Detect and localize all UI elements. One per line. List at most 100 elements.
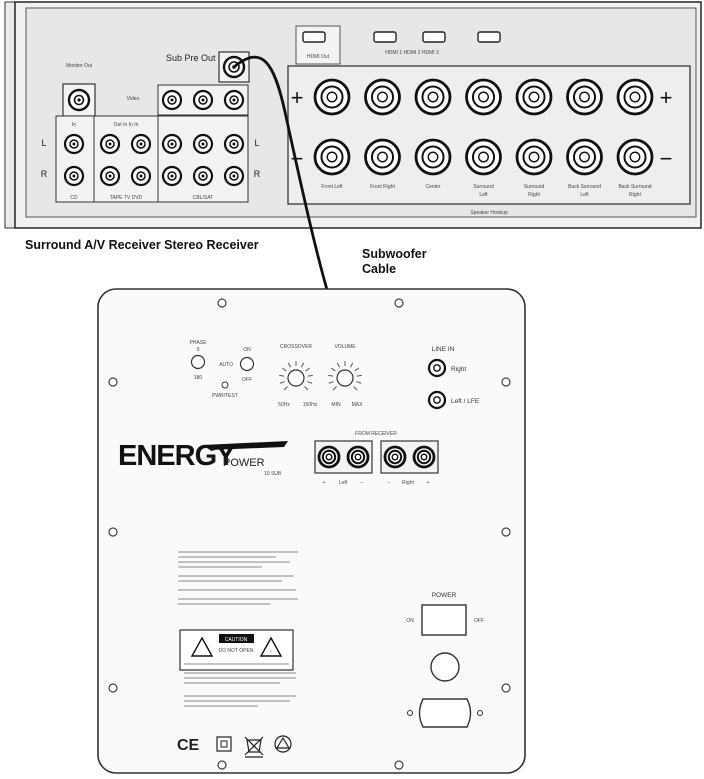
rca-tape-tv-dvd-jack xyxy=(99,133,121,155)
phase-180-label: 180 xyxy=(194,375,203,381)
rca-cbl-sat-jack xyxy=(192,133,214,155)
audio-input-block: In Out In In In L R L R CD TAPE TV DVD C… xyxy=(41,115,261,203)
knob-tick xyxy=(350,362,354,368)
crossover-max-label: 150Hz xyxy=(303,402,318,408)
out-in-in-in-label: Out In In In xyxy=(114,122,139,128)
knob-tick xyxy=(304,386,309,391)
speaker-terminal-minus xyxy=(616,138,654,176)
from-receiver-terminal xyxy=(317,445,341,469)
hdmi-out-label: HDMI Out xyxy=(307,54,330,60)
right-input-label: Right xyxy=(451,366,466,373)
logo-power-text: POWER xyxy=(223,457,265,469)
left-minus-sign: − xyxy=(361,480,364,486)
knob-tick xyxy=(287,362,291,368)
energy-power-logo: ENERGY POWER 10 SUB xyxy=(118,440,288,477)
from-receiver-jacks xyxy=(317,445,436,469)
plus-sign-right: + xyxy=(660,85,673,110)
weee-bin-icon xyxy=(244,736,264,758)
recycle-triangle-icon xyxy=(274,735,292,753)
rca-tape-tv-dvd-jack xyxy=(99,165,121,187)
power-switch[interactable]: POWER ON OFF xyxy=(406,592,484,636)
from-receiver-terminal xyxy=(346,445,370,469)
knob-tick xyxy=(332,386,337,391)
fine-print-block xyxy=(178,551,298,707)
cd-label: CD xyxy=(70,195,78,201)
rca-cbl-sat-jack xyxy=(192,165,214,187)
auto-on-switch[interactable]: ON AUTO OFF xyxy=(219,347,255,383)
caution-label: ! CAUTION DO NOT OPEN xyxy=(179,629,294,671)
speaker-label: Surround xyxy=(473,184,494,190)
speaker-label: Front Left xyxy=(321,184,343,190)
rca-cd-jack xyxy=(63,133,85,155)
cbl-sat-label: CBL/SAT xyxy=(193,195,213,201)
speaker-terminal-plus xyxy=(616,78,654,116)
left-lfe-input-label: Left / LFE xyxy=(451,398,480,405)
receiver-panel: HDMI Out HDMI 1 HDMI 2 HDMI 3 + − + − Fr… xyxy=(4,1,702,229)
left-channel-label: L xyxy=(41,138,46,148)
rca-cbl-sat-jack xyxy=(161,133,183,155)
knob-tick xyxy=(307,374,313,377)
phase-switch[interactable]: PHASE 0 180 xyxy=(190,340,208,381)
from-receiver-label: FROM RECEIVER xyxy=(355,431,397,437)
from-receiver-terminals: FROM RECEIVER + Left − − Right + xyxy=(314,431,439,486)
right-minus-sign: − xyxy=(388,480,391,486)
volume-label: VOLUME xyxy=(334,344,356,350)
knob-tick xyxy=(281,367,287,372)
logo-model-text: 10 SUB xyxy=(264,471,282,477)
speaker-terminal-minus xyxy=(566,138,603,176)
speaker-hookup-label: Speaker Hookup xyxy=(470,210,507,216)
left-plus-sign: + xyxy=(323,480,326,486)
caution-sub-text: DO NOT OPEN xyxy=(219,648,254,654)
receiver-caption: Surround A/V Receiver Stereo Receiver xyxy=(25,238,259,252)
rca-tape-tv-dvd-jack xyxy=(130,133,152,155)
plus-sign-left: + xyxy=(291,85,304,110)
right-channel-label: R xyxy=(41,169,48,179)
right-channel-label-right: R xyxy=(254,169,261,179)
knob-tick xyxy=(328,374,334,377)
rca-cbl-sat-jack xyxy=(223,165,245,187)
crossover-knob[interactable]: CROSSOVER 50Hz 150Hz xyxy=(278,344,318,408)
off-label: OFF xyxy=(242,377,252,383)
speaker-label: Surround xyxy=(524,184,545,190)
speaker-terminals xyxy=(313,78,654,176)
left-channel-label-right: L xyxy=(254,138,259,148)
speaker-terminal-minus xyxy=(313,138,351,176)
from-receiver-terminal xyxy=(412,445,436,469)
knob-tick xyxy=(279,381,285,384)
auto-label: AUTO xyxy=(219,362,233,368)
power-on-label: ON xyxy=(406,618,414,624)
caution-text: CAUTION xyxy=(225,637,248,643)
speaker-label: Back Surround xyxy=(618,184,651,190)
svg-text:!: ! xyxy=(270,650,271,656)
pwr-test-label: PWR/TEST xyxy=(212,393,238,399)
speaker-label: Back Surround xyxy=(568,184,601,190)
monitor-out-jack: Monitor Out xyxy=(62,63,96,117)
knob-tick xyxy=(336,362,340,368)
rca-video-jack xyxy=(192,89,214,111)
knob-tick xyxy=(330,367,336,372)
from-receiver-left-label: Left xyxy=(339,480,348,486)
minus-sign-right: − xyxy=(660,146,673,171)
rca-cbl-sat-jack xyxy=(223,133,245,155)
from-receiver-right-label: Right xyxy=(402,480,414,486)
line-in-label: LINE IN xyxy=(432,346,455,353)
volume-ticks xyxy=(328,361,362,391)
speaker-terminal-plus xyxy=(364,78,401,116)
knob-tick xyxy=(279,374,285,377)
rca-video-jack xyxy=(223,89,245,111)
speaker-terminal-minus xyxy=(515,138,553,176)
phase-label: PHASE xyxy=(190,340,208,346)
knob-tick xyxy=(356,381,362,384)
rca-tape-tv-dvd-jack xyxy=(130,165,152,187)
cable-label-line2: Cable xyxy=(362,262,396,276)
power-inlet[interactable] xyxy=(407,698,483,728)
crossover-min-label: 50Hz xyxy=(278,402,290,408)
knob-tick xyxy=(353,386,358,391)
cable-label-line1: Subwoofer xyxy=(362,247,427,261)
power-label: POWER xyxy=(432,592,457,599)
video-label: Video xyxy=(127,96,140,102)
volume-knob[interactable]: VOLUME MIN MAX xyxy=(328,344,363,408)
